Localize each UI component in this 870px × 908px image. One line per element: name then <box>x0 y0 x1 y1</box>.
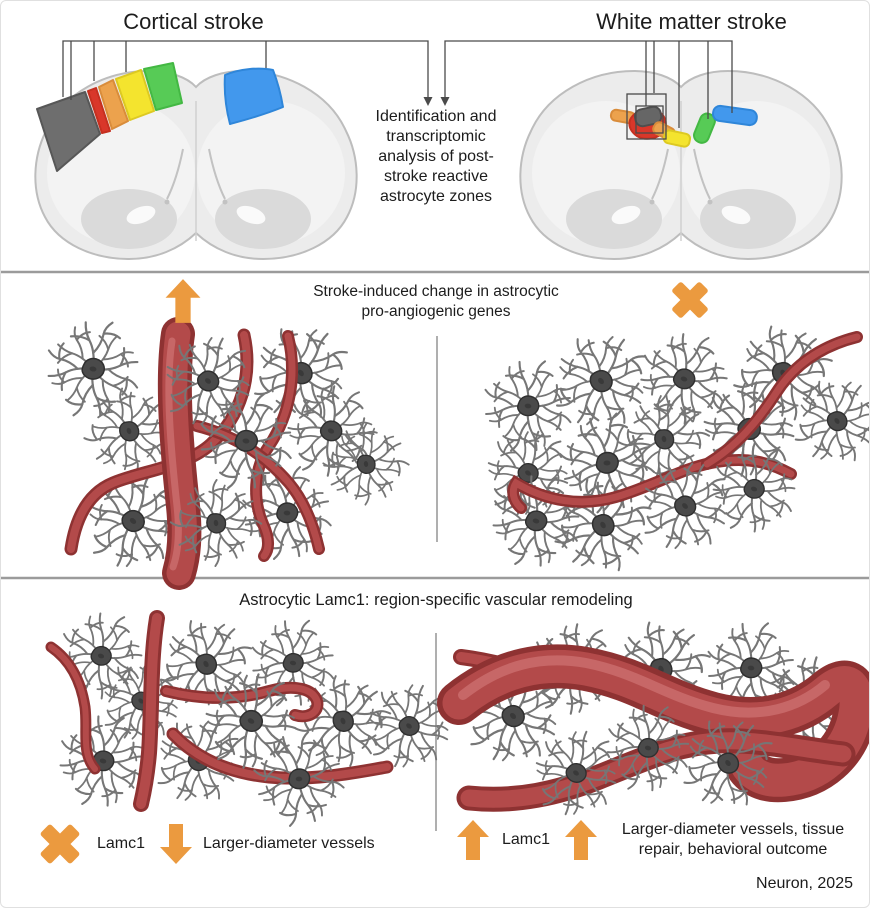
zone-yellow <box>115 69 155 121</box>
zone-green <box>143 62 183 111</box>
astrocyte <box>478 463 593 578</box>
astrocyte-field <box>34 304 415 591</box>
pro-angiogenic-caption: Stroke-induced change in astrocytic pro-… <box>313 283 559 320</box>
cortical-brain-illustration <box>34 62 358 260</box>
zone-yellow <box>662 129 692 148</box>
blood-vessels <box>64 317 325 590</box>
cortical-stroke-zones <box>36 62 284 172</box>
blood-vessels <box>437 644 869 812</box>
white-matter-stroke-zones <box>609 104 758 148</box>
lamc1-knockout-illustration <box>44 599 472 826</box>
zone-green <box>693 112 716 144</box>
zone-red <box>87 87 111 134</box>
cross-icon <box>35 819 85 869</box>
up-arrow-icon <box>457 820 489 860</box>
zone-connector-lines <box>62 40 733 140</box>
white-matter-stroke-title: White matter stroke <box>596 9 787 34</box>
white-matter-angiogenesis-illustration <box>466 307 870 592</box>
analysis-caption: Identification and transcriptomic analys… <box>375 108 497 205</box>
effect-label: Larger-diameter vessels <box>203 835 375 852</box>
astrocyte <box>34 310 152 427</box>
cross-icon <box>667 277 713 323</box>
blood-vessels <box>507 331 863 514</box>
gene-label: Lamc1 <box>502 831 551 848</box>
down-arrow-icon <box>160 824 193 864</box>
cortical-angiogenesis-illustration <box>34 304 415 591</box>
lamc1-intact-label-row: Lamc1 Larger-diameter vessels, tissue re… <box>456 815 858 865</box>
cortical-stroke-title: Cortical stroke <box>123 9 264 34</box>
lamc1-knockout-label-row: Lamc1 Larger-diameter vessels <box>35 819 375 869</box>
up-arrow-icon <box>165 279 201 323</box>
lamc1-caption: Astrocytic Lamc1: region-specific vascul… <box>239 591 633 609</box>
astrocyte-field <box>466 307 870 592</box>
zone-orange <box>98 79 129 130</box>
zone-gray <box>36 91 101 172</box>
zone-blue <box>712 104 758 127</box>
lamc1-intact-illustration <box>437 603 869 835</box>
white-matter-brain-illustration <box>519 70 843 260</box>
journal-credit: Neuron, 2025 <box>756 875 853 892</box>
zone-blue <box>223 67 284 125</box>
up-arrow-icon <box>565 820 598 860</box>
effect-label: Larger-diameter vessels, tissue repair, … <box>621 821 845 858</box>
gene-label: Lamc1 <box>97 835 146 852</box>
astrocyte-field <box>44 599 472 824</box>
